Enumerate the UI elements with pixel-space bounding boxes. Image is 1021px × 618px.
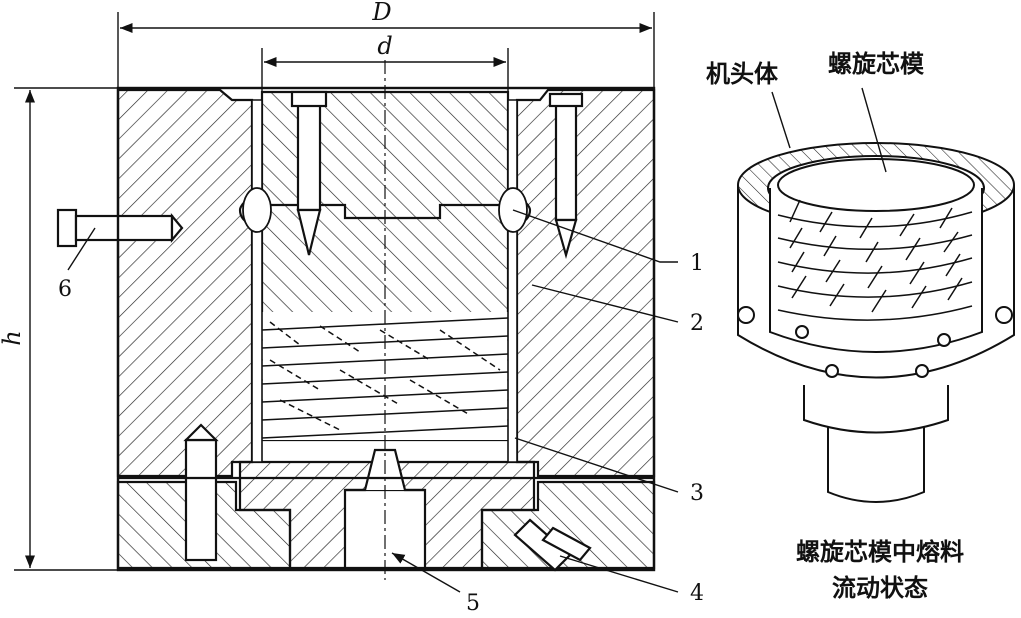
dimension-lines	[14, 12, 655, 571]
part-label-4: 4	[690, 581, 704, 606]
bolt-top-right	[548, 92, 584, 260]
bolt-bottom-left	[183, 423, 219, 562]
dim-d-label: d	[377, 32, 392, 60]
side-bolt-6	[56, 208, 184, 248]
cross-section	[56, 60, 656, 580]
inset-caption-line2: 流动状态	[832, 574, 928, 602]
part-label-3: 3	[690, 481, 704, 506]
inset-head-body-label: 机头体	[706, 60, 779, 88]
head-body-upper-right	[515, 88, 656, 478]
head-body-upper-left	[116, 88, 254, 478]
part-label-5: 5	[466, 591, 480, 616]
bolt-top-left	[290, 90, 328, 256]
leader-lines	[67, 209, 679, 593]
dim-h-label: h	[0, 330, 26, 345]
inset-spiral-core-label: 螺旋芯模	[828, 50, 925, 78]
inset-3d-view	[737, 87, 1015, 503]
inset-caption-line1: 螺旋芯模中熔料	[796, 538, 964, 566]
part-label-6: 6	[58, 277, 72, 302]
part-label-1: 1	[690, 251, 704, 276]
part-label-2: 2	[690, 311, 704, 336]
dim-D-label: D	[371, 0, 391, 26]
